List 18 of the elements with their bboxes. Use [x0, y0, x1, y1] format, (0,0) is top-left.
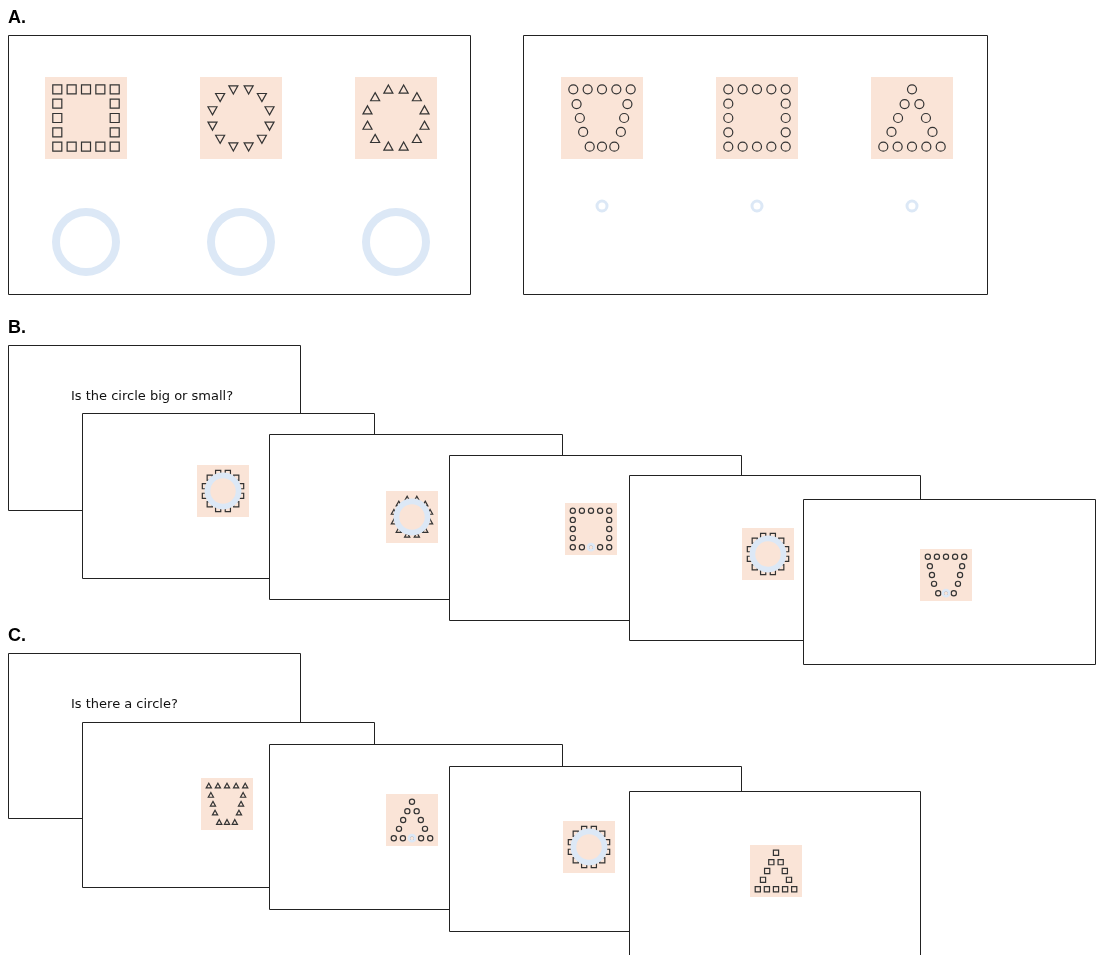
screen-frame — [8, 653, 301, 819]
screen-frame — [269, 434, 563, 600]
screen-frame — [629, 475, 921, 641]
screen-frame — [82, 722, 375, 888]
question-text: Is there a circle? — [71, 695, 178, 713]
screen-frame — [269, 744, 563, 910]
panel-label: B. — [8, 316, 26, 339]
screen-frame — [449, 455, 742, 621]
screen-frame — [523, 35, 988, 295]
panel-label: C. — [8, 624, 26, 647]
screen-frame — [629, 791, 921, 955]
screen-frame — [803, 499, 1096, 665]
screen-frame — [8, 35, 471, 295]
screen-frame — [8, 345, 301, 511]
question-text: Is the circle big or small? — [71, 387, 234, 405]
screen-frame — [82, 413, 375, 579]
screen-frame — [449, 766, 742, 932]
panel-label: A. — [8, 6, 26, 29]
